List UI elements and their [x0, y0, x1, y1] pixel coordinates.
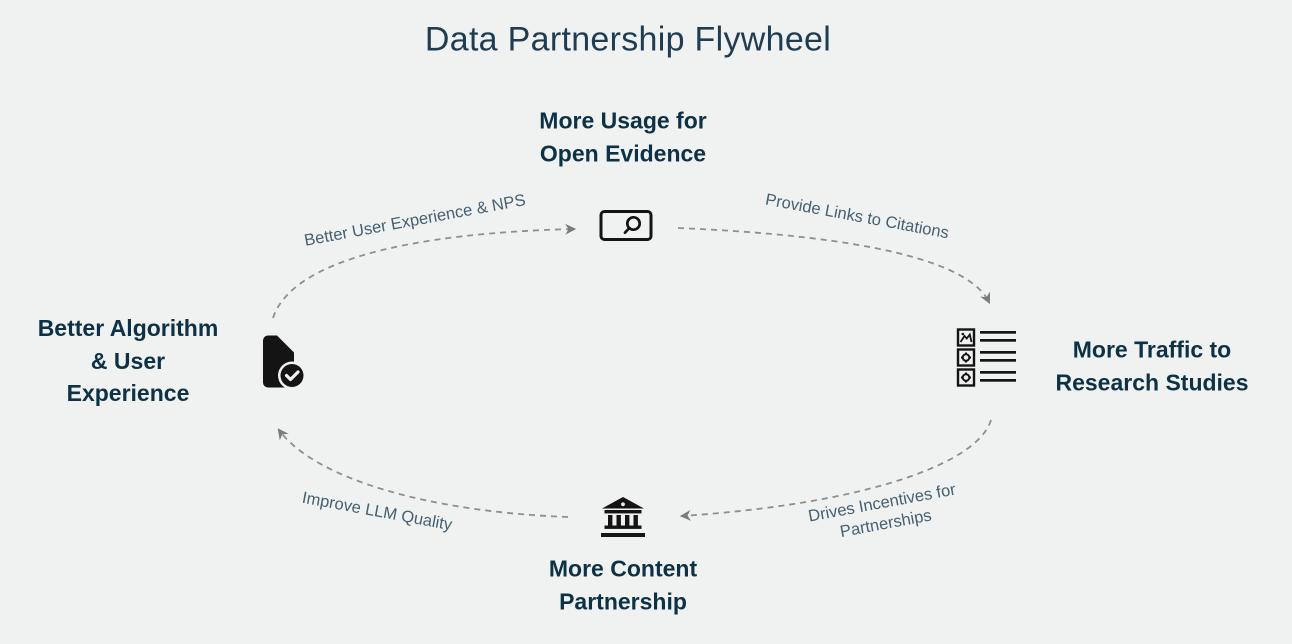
node-label-bottom: More Content Partnership	[549, 552, 697, 617]
node-label-top-line2: Open Evidence	[539, 140, 707, 166]
arrow-left-to-top	[272, 223, 577, 319]
diagram-title: Data Partnership Flywheel	[424, 20, 832, 59]
file-check-icon	[254, 334, 306, 397]
node-label-left-line2: & User	[90, 347, 166, 374]
node-label-right: More Traffic to Research Studies	[1055, 333, 1248, 398]
node-label-bottom-line2: Partnership	[559, 588, 687, 614]
node-label-left-line1: Better Algorithm	[37, 315, 219, 342]
node-label-right-line1: More Traffic to	[1072, 336, 1232, 363]
arrow-top-to-right	[677, 227, 990, 304]
node-label-bottom-line1: More Content	[548, 555, 698, 582]
node-label-left-line3: Experience	[66, 380, 190, 407]
node-label-right-line2: Research Studies	[1055, 369, 1249, 395]
node-label-top-line1: More Usage for	[539, 107, 707, 134]
research-list-icon	[956, 327, 1018, 396]
search-icon	[599, 210, 653, 247]
node-label-left: Better Algorithm & User Experience	[38, 312, 219, 410]
node-label-top: More Usage for Open Evidence	[539, 104, 706, 169]
bank-icon	[601, 496, 645, 542]
arrow-right-to-bottom	[679, 419, 992, 521]
